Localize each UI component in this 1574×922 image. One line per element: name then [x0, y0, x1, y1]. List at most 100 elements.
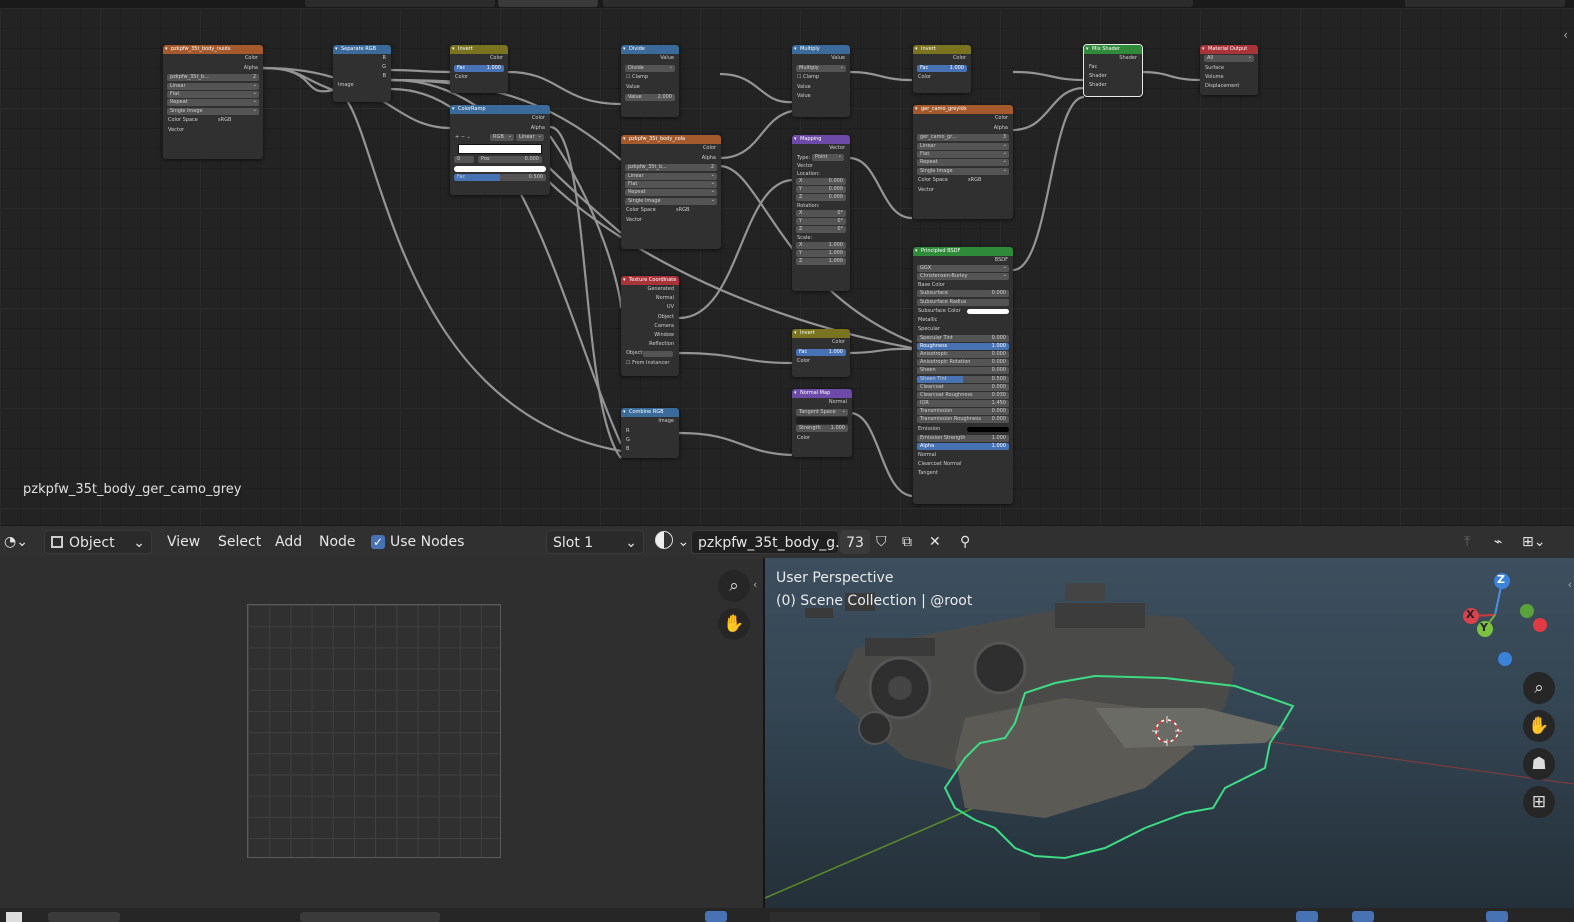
overlay-toggle[interactable] — [1296, 911, 1318, 922]
clamp-checkbox[interactable]: ☐ Clamp — [797, 74, 820, 81]
texture-coordinate-node[interactable]: Texture Coordinate Generated Normal UV O… — [621, 276, 679, 376]
perspective-toggle-icon[interactable]: ⊞ — [1523, 786, 1555, 818]
socket-g[interactable]: G — [626, 436, 630, 443]
shading-mode-toggle[interactable] — [1486, 911, 1508, 922]
color-swatch[interactable] — [967, 308, 1009, 314]
workspace-tab[interactable] — [603, 0, 1193, 7]
projection-dropdown[interactable]: Flat — [917, 151, 1009, 159]
mapping-node[interactable]: Mapping Vector Type:Point Vector Locatio… — [792, 135, 850, 291]
snapping-options-icon[interactable]: ⊞⌄ — [1522, 534, 1546, 550]
socket-vector[interactable]: Vector — [626, 216, 642, 223]
socket-bsdf[interactable]: BSDF — [994, 257, 1008, 263]
fake-user-icon[interactable]: ⛉ — [876, 534, 887, 550]
socket-emission[interactable]: Emission — [913, 425, 1013, 434]
socket-fac[interactable]: Fac — [1089, 64, 1098, 70]
color-ramp-node[interactable]: ColorRamp Color Alpha + − ⌄RGBLinear 0Po… — [450, 105, 550, 195]
snap-icon[interactable]: ⌁ — [1494, 534, 1503, 550]
menu-view[interactable]: View — [167, 534, 201, 550]
socket-color-in[interactable]: Color — [797, 434, 811, 441]
active-toggle[interactable] — [705, 911, 727, 922]
image-texture-node[interactable]: ger_camo_greyldx Color Alpha ger_camo_gr… — [913, 105, 1013, 219]
mode-dropdown[interactable]: Object⌄ — [44, 530, 152, 554]
image-texture-node[interactable]: pzkpfw_35t_body_nuidx Color Alpha pzkpfw… — [163, 45, 263, 159]
material-browse-button[interactable]: ⌄ — [655, 526, 689, 558]
socket-color-in[interactable]: Color — [797, 358, 811, 365]
material-name-field[interactable]: pzkpfw_35t_body_g... — [691, 530, 849, 554]
socket-vector[interactable]: Vector — [918, 186, 934, 193]
space-dropdown[interactable]: Tangent Space — [796, 408, 848, 416]
socket-vector[interactable]: Vector — [829, 145, 845, 151]
editor-type-button[interactable]: ◔⌄ — [4, 526, 28, 558]
source-dropdown[interactable]: Single Image — [167, 107, 259, 115]
socket-color[interactable]: Color — [531, 115, 545, 121]
socket-b[interactable]: B — [382, 73, 386, 79]
ramp-gradient[interactable] — [458, 143, 542, 154]
target-dropdown[interactable]: All — [1204, 55, 1254, 63]
view-dropdown[interactable] — [48, 912, 120, 922]
socket-g[interactable]: G — [382, 64, 386, 70]
projection-dropdown[interactable]: Flat — [625, 181, 717, 189]
subsurface-radius-field[interactable]: Subsurface Radius — [917, 298, 1009, 306]
sidebar-toggle-icon[interactable]: ‹ — [1563, 28, 1568, 42]
menu-add[interactable]: Add — [275, 534, 303, 550]
navigation-gizmo[interactable] — [1463, 573, 1547, 666]
clamp-checkbox[interactable]: ☐ Clamp — [626, 74, 649, 81]
socket-b[interactable]: B — [626, 445, 630, 452]
socket-surface[interactable]: Surface — [1205, 64, 1225, 71]
combine-rgb-node[interactable]: Combine RGB Image R G B — [621, 408, 679, 458]
normal-map-node[interactable]: Normal Map Normal Tangent Space Strength… — [792, 389, 852, 457]
socket-vector[interactable]: Vector — [168, 126, 184, 133]
ramp-color-swatch[interactable] — [454, 166, 546, 173]
projection-dropdown[interactable]: Flat — [167, 91, 259, 99]
socket-metallic[interactable]: Metallic — [913, 316, 1013, 325]
editor-type-icon[interactable] — [6, 912, 22, 922]
uv-grid[interactable] — [247, 604, 501, 858]
socket-color-in[interactable]: Color — [455, 74, 469, 81]
socket-uv[interactable]: UV — [666, 304, 674, 311]
camera-view-icon[interactable]: ☗ — [1523, 748, 1555, 780]
subsurface-method-dropdown[interactable]: Christensen-Burley — [917, 273, 1009, 280]
image-texture-node[interactable]: pzkpfw_35t_body_cola Color Alpha pzkpfw_… — [621, 135, 721, 249]
add-stop-icon[interactable]: + − ⌄ — [455, 134, 471, 141]
socket-value-in[interactable]: Value — [797, 83, 811, 90]
socket-color[interactable]: Color — [952, 55, 966, 61]
gizmo-y-label[interactable]: Y — [1480, 621, 1488, 634]
extension-dropdown[interactable]: Repeat — [625, 189, 717, 197]
material-output-node[interactable]: Material Output All Surface Volume Displ… — [1200, 45, 1258, 95]
socket-color-in[interactable]: Color — [918, 74, 932, 81]
principled-bsdf-node[interactable]: Principled BSDF BSDF GGX Christensen-Bur… — [913, 247, 1013, 504]
math-divide-node[interactable]: Divide Value Divide ☐ Clamp Value Value2… — [621, 45, 679, 117]
workspace-tab[interactable] — [1405, 0, 1565, 7]
socket-alpha[interactable]: Alpha — [243, 64, 258, 71]
socket-value[interactable]: Value — [660, 55, 674, 61]
socket-r[interactable]: R — [382, 55, 386, 61]
socket-window[interactable]: Window — [654, 331, 674, 338]
socket-value[interactable]: Value — [831, 55, 845, 61]
gizmo-toggle[interactable] — [1352, 911, 1374, 922]
math-multiply-node[interactable]: Multiply Value Multiply ☐ Clamp Value Va… — [792, 45, 850, 117]
image-selector[interactable]: ger_camo_gr...3 — [917, 134, 1009, 142]
socket-alpha[interactable]: Alpha — [530, 124, 545, 131]
socket-shader-in[interactable]: Shader — [1089, 73, 1107, 79]
interpolation-dropdown[interactable]: Linear — [917, 142, 1009, 150]
socket-shader-in[interactable]: Shader — [1089, 82, 1107, 88]
workspace-tab-active[interactable] — [498, 0, 598, 7]
